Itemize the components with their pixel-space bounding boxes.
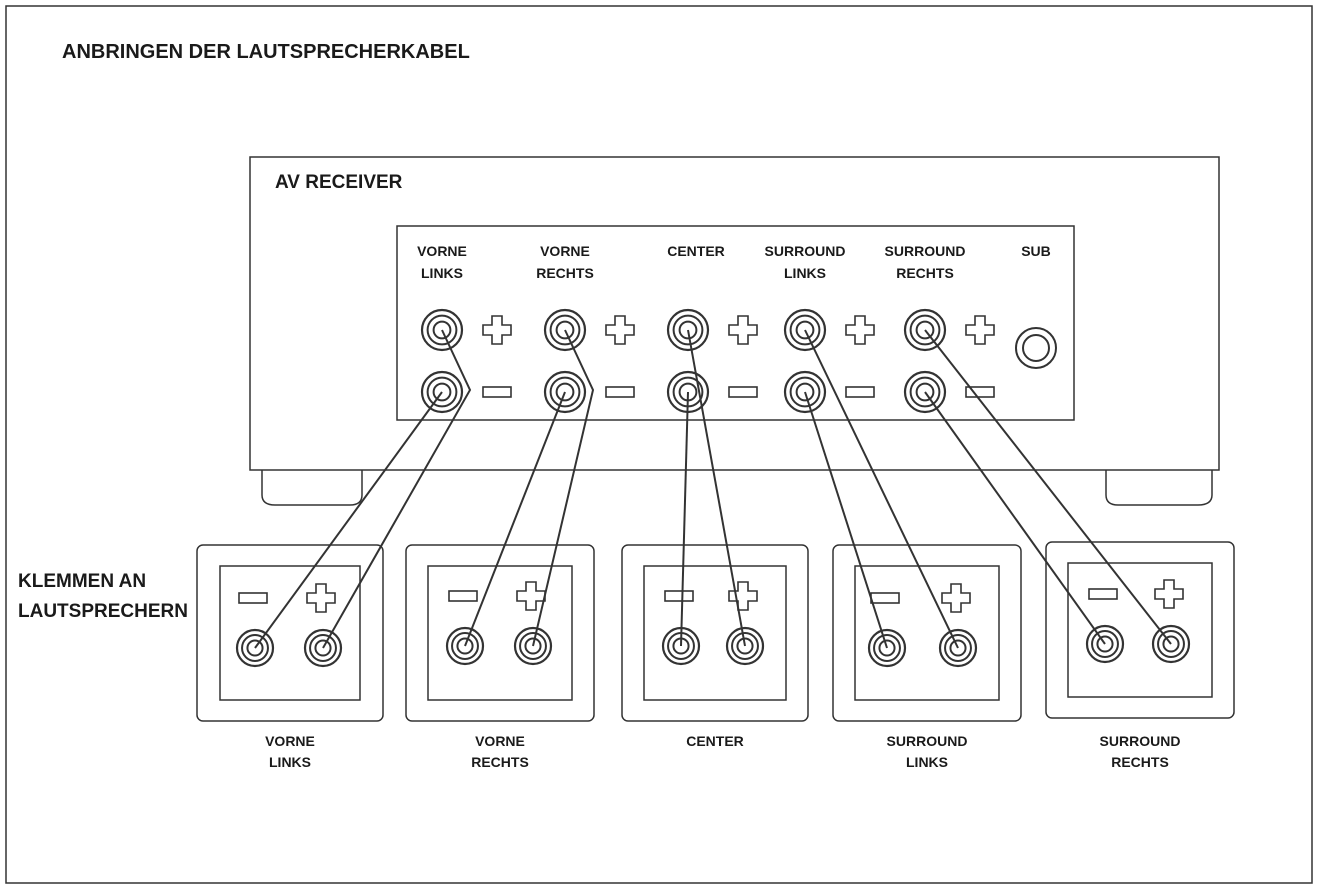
minus-icon	[845, 386, 875, 398]
speaker-box-inner	[427, 565, 573, 701]
sub-output-jack[interactable]	[1015, 327, 1057, 369]
wire-sl-minus	[804, 391, 888, 649]
speaker-terminals-label-line2: LAUTSPRECHERN	[18, 601, 188, 622]
speaker-label-line1: VORNE	[265, 733, 315, 749]
speaker-label-line2: RECHTS	[1111, 754, 1169, 770]
speaker-box-c: CENTER	[621, 544, 809, 749]
receiver-channel-label-line1: CENTER	[667, 243, 725, 259]
minus-icon	[238, 592, 268, 604]
wire-c-plus	[687, 329, 746, 647]
wire-sl-plus	[804, 329, 959, 649]
receiver-label: AV RECEIVER	[275, 172, 403, 193]
minus-icon	[1088, 588, 1118, 600]
wire-vl-plus	[322, 329, 472, 649]
minus-icon	[448, 590, 478, 602]
speaker-box-vl: VORNE LINKS	[196, 544, 384, 770]
speaker-box-inner	[1067, 562, 1213, 698]
speaker-label-line2: RECHTS	[471, 754, 529, 770]
minus-icon	[728, 386, 758, 398]
wire-sr-plus	[924, 329, 1172, 645]
receiver-foot-right	[1105, 470, 1213, 506]
speaker-label-line2: LINKS	[269, 754, 311, 770]
speaker-wires	[254, 329, 1172, 649]
wire-vr-minus	[464, 391, 566, 647]
speaker-label-line2: LINKS	[906, 754, 948, 770]
speaker-box-inner	[219, 565, 361, 701]
wire-vr-plus	[532, 329, 595, 647]
receiver-channel-sl: SURROUND LINKS	[765, 243, 875, 414]
sub-label: SUB	[1021, 243, 1051, 259]
receiver-channel-label-line1: VORNE	[540, 243, 590, 259]
speaker-label-line1: SURROUND	[1100, 733, 1181, 749]
page-title: ANBRINGEN DER LAUTSPRECHERKABEL	[62, 41, 470, 63]
minus-icon	[664, 590, 694, 602]
speaker-label-line1: CENTER	[686, 733, 744, 749]
receiver-foot-left	[261, 470, 363, 506]
receiver-channel-label-line1: SURROUND	[765, 243, 846, 259]
minus-icon	[482, 386, 512, 398]
receiver-channel-label-line2: LINKS	[784, 265, 826, 281]
speaker-label-line1: VORNE	[475, 733, 525, 749]
speaker-terminals-label-line1: KLEMMEN AN	[18, 571, 146, 592]
speaker-terminal-boxes: VORNE LINKS VORNE RECHTS CENTER SURROUND LINKS…	[196, 541, 1235, 770]
receiver-channel-label-line1: VORNE	[417, 243, 467, 259]
receiver-channel-label-line2: RECHTS	[536, 265, 594, 281]
minus-icon	[605, 386, 635, 398]
wire-c-minus	[680, 391, 689, 647]
speaker-label-line1: SURROUND	[887, 733, 968, 749]
minus-icon	[870, 592, 900, 604]
receiver-channel-label-line2: LINKS	[421, 265, 463, 281]
speaker-box-sl: SURROUND LINKS	[832, 544, 1022, 770]
receiver-channel-label-line2: RECHTS	[896, 265, 954, 281]
speaker-box-inner	[643, 565, 787, 701]
wire-vl-minus	[254, 391, 443, 649]
wire-sr-minus	[924, 391, 1106, 645]
receiver-channel-label-line1: SURROUND	[885, 243, 966, 259]
